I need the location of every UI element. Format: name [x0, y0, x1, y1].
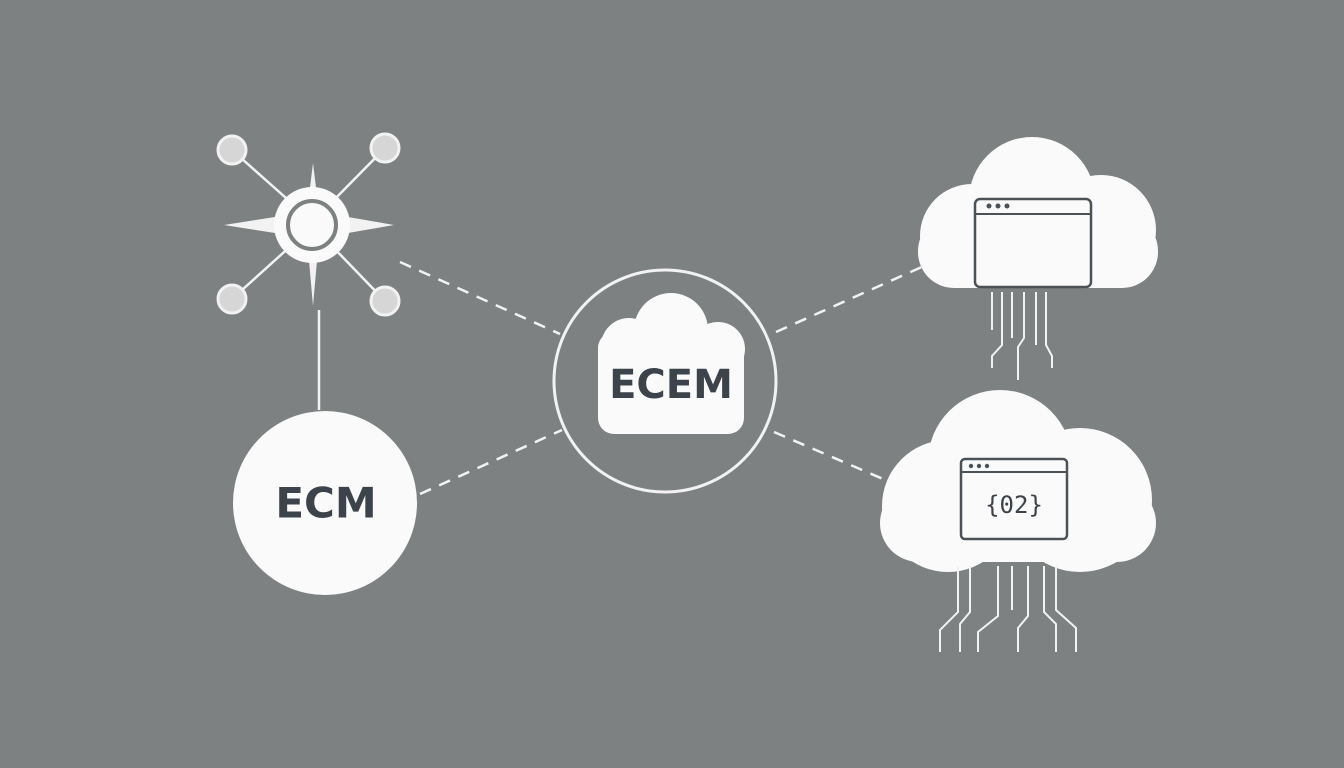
hub-node-bottom-right	[369, 285, 401, 317]
connector-hub-to-center	[399, 260, 561, 336]
ecm-node-circle	[233, 411, 417, 595]
hub-node-top-right	[369, 132, 401, 164]
cloud-icon	[598, 293, 745, 434]
code-window-label: {02}	[985, 491, 1043, 519]
hub-node-bottom-left	[216, 283, 248, 315]
browser-window-icon	[973, 197, 1093, 289]
cloud-code-window-icon: {02}	[880, 390, 1156, 652]
connector-ecm-to-center	[419, 428, 563, 496]
connectors	[317, 260, 925, 496]
ecm-node: ECM	[233, 411, 417, 595]
ecem-node: ECEM	[552, 268, 778, 494]
ecem-node-ring	[552, 268, 778, 494]
network-hub-icon	[216, 132, 401, 317]
hub-core	[286, 199, 338, 251]
connector-center-to-cloud-top	[775, 264, 925, 334]
connector-center-to-cloud-bottom	[773, 430, 891, 484]
ecm-node-label: ECM	[275, 479, 376, 528]
cloud-browser-window-icon	[918, 137, 1158, 380]
ecem-node-label: ECEM	[609, 362, 733, 408]
cloud-bottom-circuit-lines	[939, 566, 1077, 652]
hub-node-top-left	[216, 134, 248, 166]
code-window-icon	[959, 457, 1069, 541]
cloud-top-circuit-lines	[991, 292, 1053, 380]
